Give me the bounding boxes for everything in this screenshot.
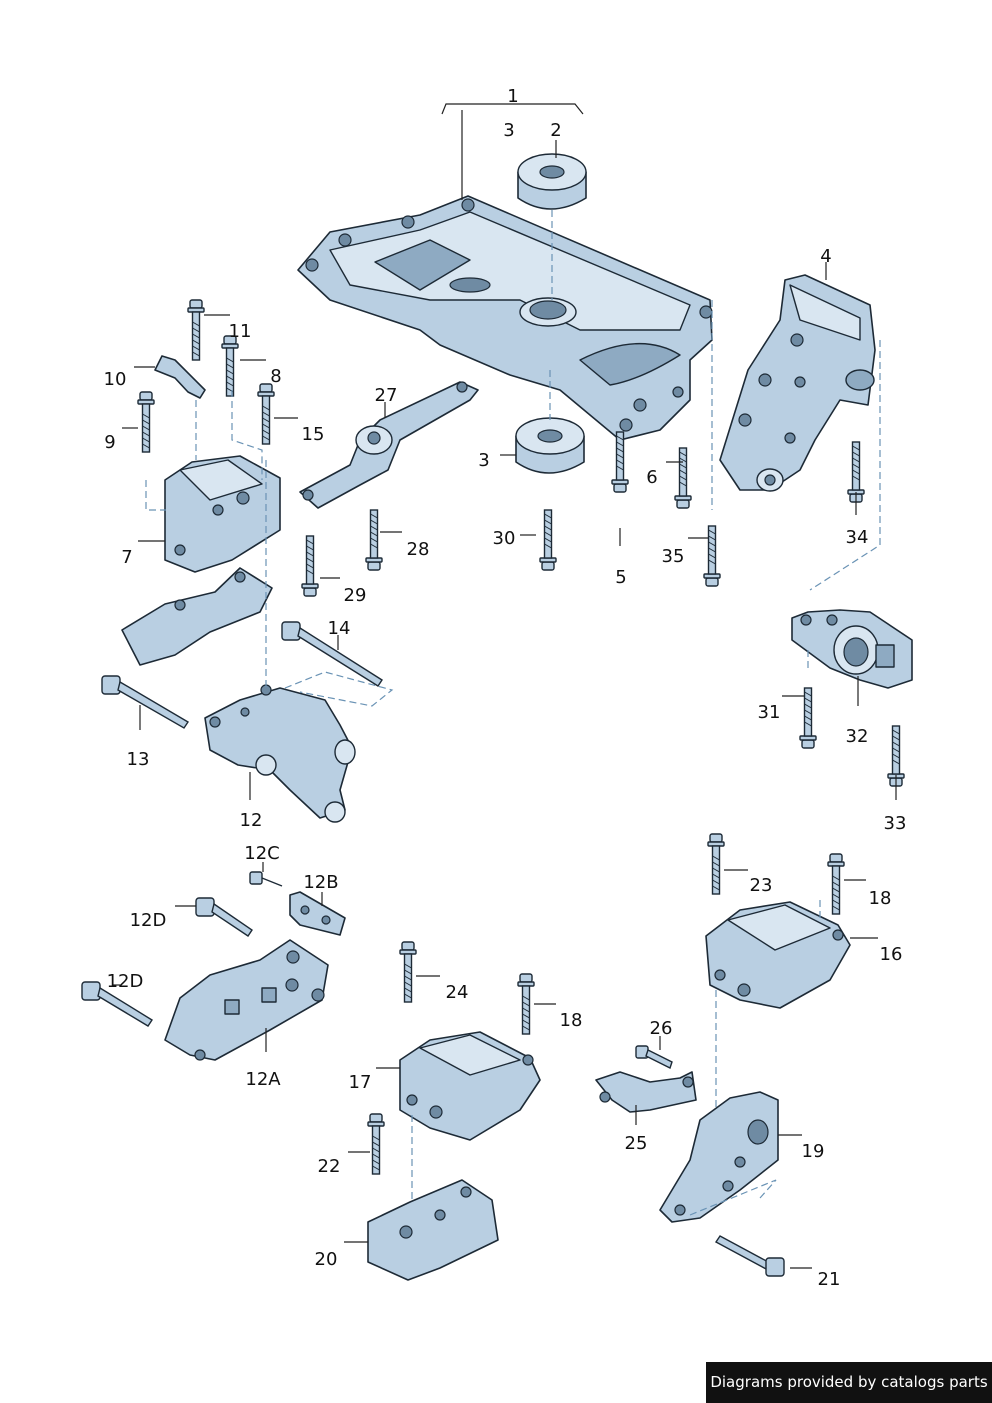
bolt-11 [187,299,205,361]
label-12D-lower: 12D [107,971,144,992]
bolt-28 [365,509,383,571]
bolt-24 [399,941,417,1003]
label-5: 5 [615,567,626,588]
label-24: 24 [446,982,469,1003]
bracket-10 [154,355,206,399]
bolt-18-mid [517,973,535,1035]
label-29: 29 [344,585,367,606]
label-22: 22 [318,1156,341,1177]
label-16: 16 [880,944,903,965]
label-27: 27 [375,385,398,406]
label-13: 13 [127,749,150,770]
bushing-3 [515,417,585,474]
torque-rod-27 [299,381,479,509]
bracket-20 [367,1179,499,1281]
bolt-15 [257,383,275,445]
bolt-23 [707,833,725,895]
label-33: 33 [884,813,907,834]
plate-12B [289,891,346,936]
label-12: 12 [240,810,263,831]
label-11: 11 [229,321,252,342]
bolt-35 [703,525,721,587]
label-7: 7 [121,547,132,568]
label-28: 28 [407,539,430,560]
attribution-banner: Diagrams provided by catalogs parts [706,1362,992,1403]
bolt-30 [539,509,557,571]
label-3-upper: 3 [503,120,514,141]
label-4: 4 [820,246,831,267]
axis-21 [689,1179,777,1216]
label-10: 10 [104,369,127,390]
label-23: 23 [750,875,773,896]
bolt-6 [674,447,692,509]
label-3-lower: 3 [478,450,489,471]
label-18-right: 18 [869,888,892,909]
label-15: 15 [302,424,325,445]
subframe [297,195,713,441]
bolt-26 [635,1045,673,1069]
label-34: 34 [846,527,869,548]
axis-14 [284,671,394,707]
bolt-9 [137,391,155,453]
label-30: 30 [493,528,516,549]
label-9: 9 [104,432,115,453]
mount-17 [399,1031,541,1141]
label-12A: 12A [245,1069,281,1090]
bolt-29 [301,535,319,597]
bolt-12D-lower [81,981,153,1027]
bolt-22 [367,1113,385,1175]
label-12C: 12C [244,843,279,864]
leader-1-bracket [441,103,584,115]
label-19: 19 [802,1141,825,1162]
bracket-4 [719,274,876,492]
mount-32 [791,609,913,689]
bracket-12A [164,939,329,1061]
bushing-2 [517,153,587,210]
mount-16 [705,901,851,1009]
label-21: 21 [818,1269,841,1290]
bolt-12C [249,871,283,887]
support-bracket [121,567,273,666]
label-35: 35 [662,546,685,567]
label-6: 6 [646,467,657,488]
label-31: 31 [758,702,781,723]
label-18-mid: 18 [560,1010,583,1031]
axis-32-34 [809,340,881,591]
mount-12 [204,684,356,823]
bolt-8 [221,335,239,397]
bolt-31 [799,687,817,749]
bolt-13 [101,675,189,729]
arm-25 [595,1071,697,1113]
bolt-18-right [827,853,845,915]
mount-7 [164,455,281,573]
label-26: 26 [650,1018,673,1039]
label-12B: 12B [303,872,338,893]
bolt-12D-upper [195,897,253,937]
label-1: 1 [507,86,518,107]
label-12D-upper: 12D [130,910,167,931]
label-14: 14 [328,618,351,639]
label-25: 25 [625,1133,648,1154]
label-8: 8 [270,366,281,387]
bolt-5 [611,431,629,493]
label-32: 32 [846,726,869,747]
label-2: 2 [550,120,561,141]
label-20: 20 [315,1249,338,1270]
bolt-21 [714,1235,785,1277]
bolt-14 [281,621,383,687]
label-17: 17 [349,1072,372,1093]
bracket-19 [659,1091,779,1223]
